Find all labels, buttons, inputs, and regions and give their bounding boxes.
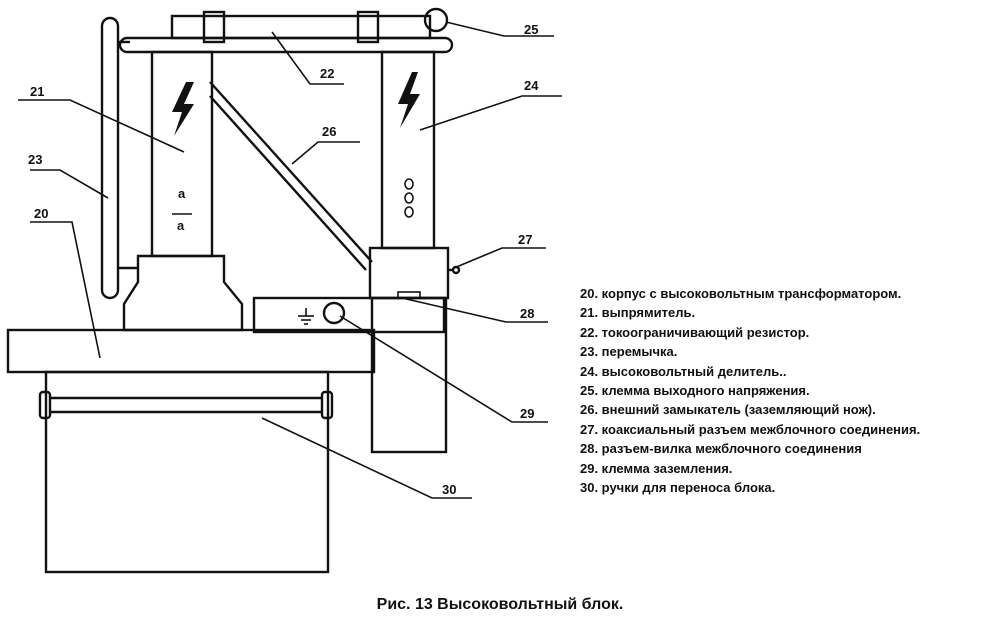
callout-24: 24 (524, 78, 539, 93)
carry-handle (38, 390, 334, 420)
legend-item: 21. выпрямитель. (580, 305, 696, 321)
legend-item: 27. коаксиальный разъем межблочного соед… (580, 421, 921, 437)
legend-list: 20. корпус с высоковольтным трансформато… (580, 284, 920, 497)
legend-item: 28. разъем-вилка межблочного соединения (580, 441, 862, 457)
legend-item: 30. ручки для переноса блока. (580, 480, 776, 496)
callout-21: 21 (30, 84, 44, 99)
callout-28: 28 (520, 306, 534, 321)
figure-caption: Рис. 13 Высоковольтный блок. (376, 596, 624, 613)
coax-connector (448, 265, 461, 275)
legend-item: 25. клемма выходного напряжения. (580, 383, 810, 399)
legend-item: 22. токоограничивающий резистор. (580, 324, 810, 340)
lower-body (44, 370, 330, 574)
legend-item: 24. высоковольтный делитель.. (580, 363, 787, 379)
grounding-switch (209, 81, 373, 271)
callout-22: 22 (320, 66, 334, 81)
legend-item: 29. клемма заземления. (580, 460, 733, 476)
jumper-bar (100, 16, 120, 300)
ground-symbol (298, 308, 314, 325)
divider-marks (404, 178, 414, 218)
ground-terminal (322, 301, 346, 325)
plug-connector (368, 246, 450, 300)
callout-29: 29 (520, 406, 534, 421)
callout-20: 20 (34, 206, 48, 221)
callout-25: 25 (524, 22, 538, 37)
leader-lines (18, 21, 562, 499)
legend-item: 26. внешний замыкатель (заземляющий нож)… (580, 402, 876, 418)
current-limiting-resistor (118, 10, 454, 54)
output-terminal (423, 7, 449, 33)
transformer-housing-plate (6, 328, 376, 374)
legend-item: 23. перемычка. (580, 344, 678, 360)
callout-30: 30 (442, 482, 456, 497)
callout-23: 23 (28, 152, 42, 167)
svg-text:a: a (177, 218, 185, 233)
connector-plate (252, 296, 446, 334)
rectifier-base (122, 254, 244, 332)
svg-text:a: a (178, 186, 186, 201)
callout-26: 26 (322, 124, 336, 139)
callout-27: 27 (518, 232, 532, 247)
legend-item: 20. корпус с высоковольтным трансформато… (580, 286, 902, 301)
